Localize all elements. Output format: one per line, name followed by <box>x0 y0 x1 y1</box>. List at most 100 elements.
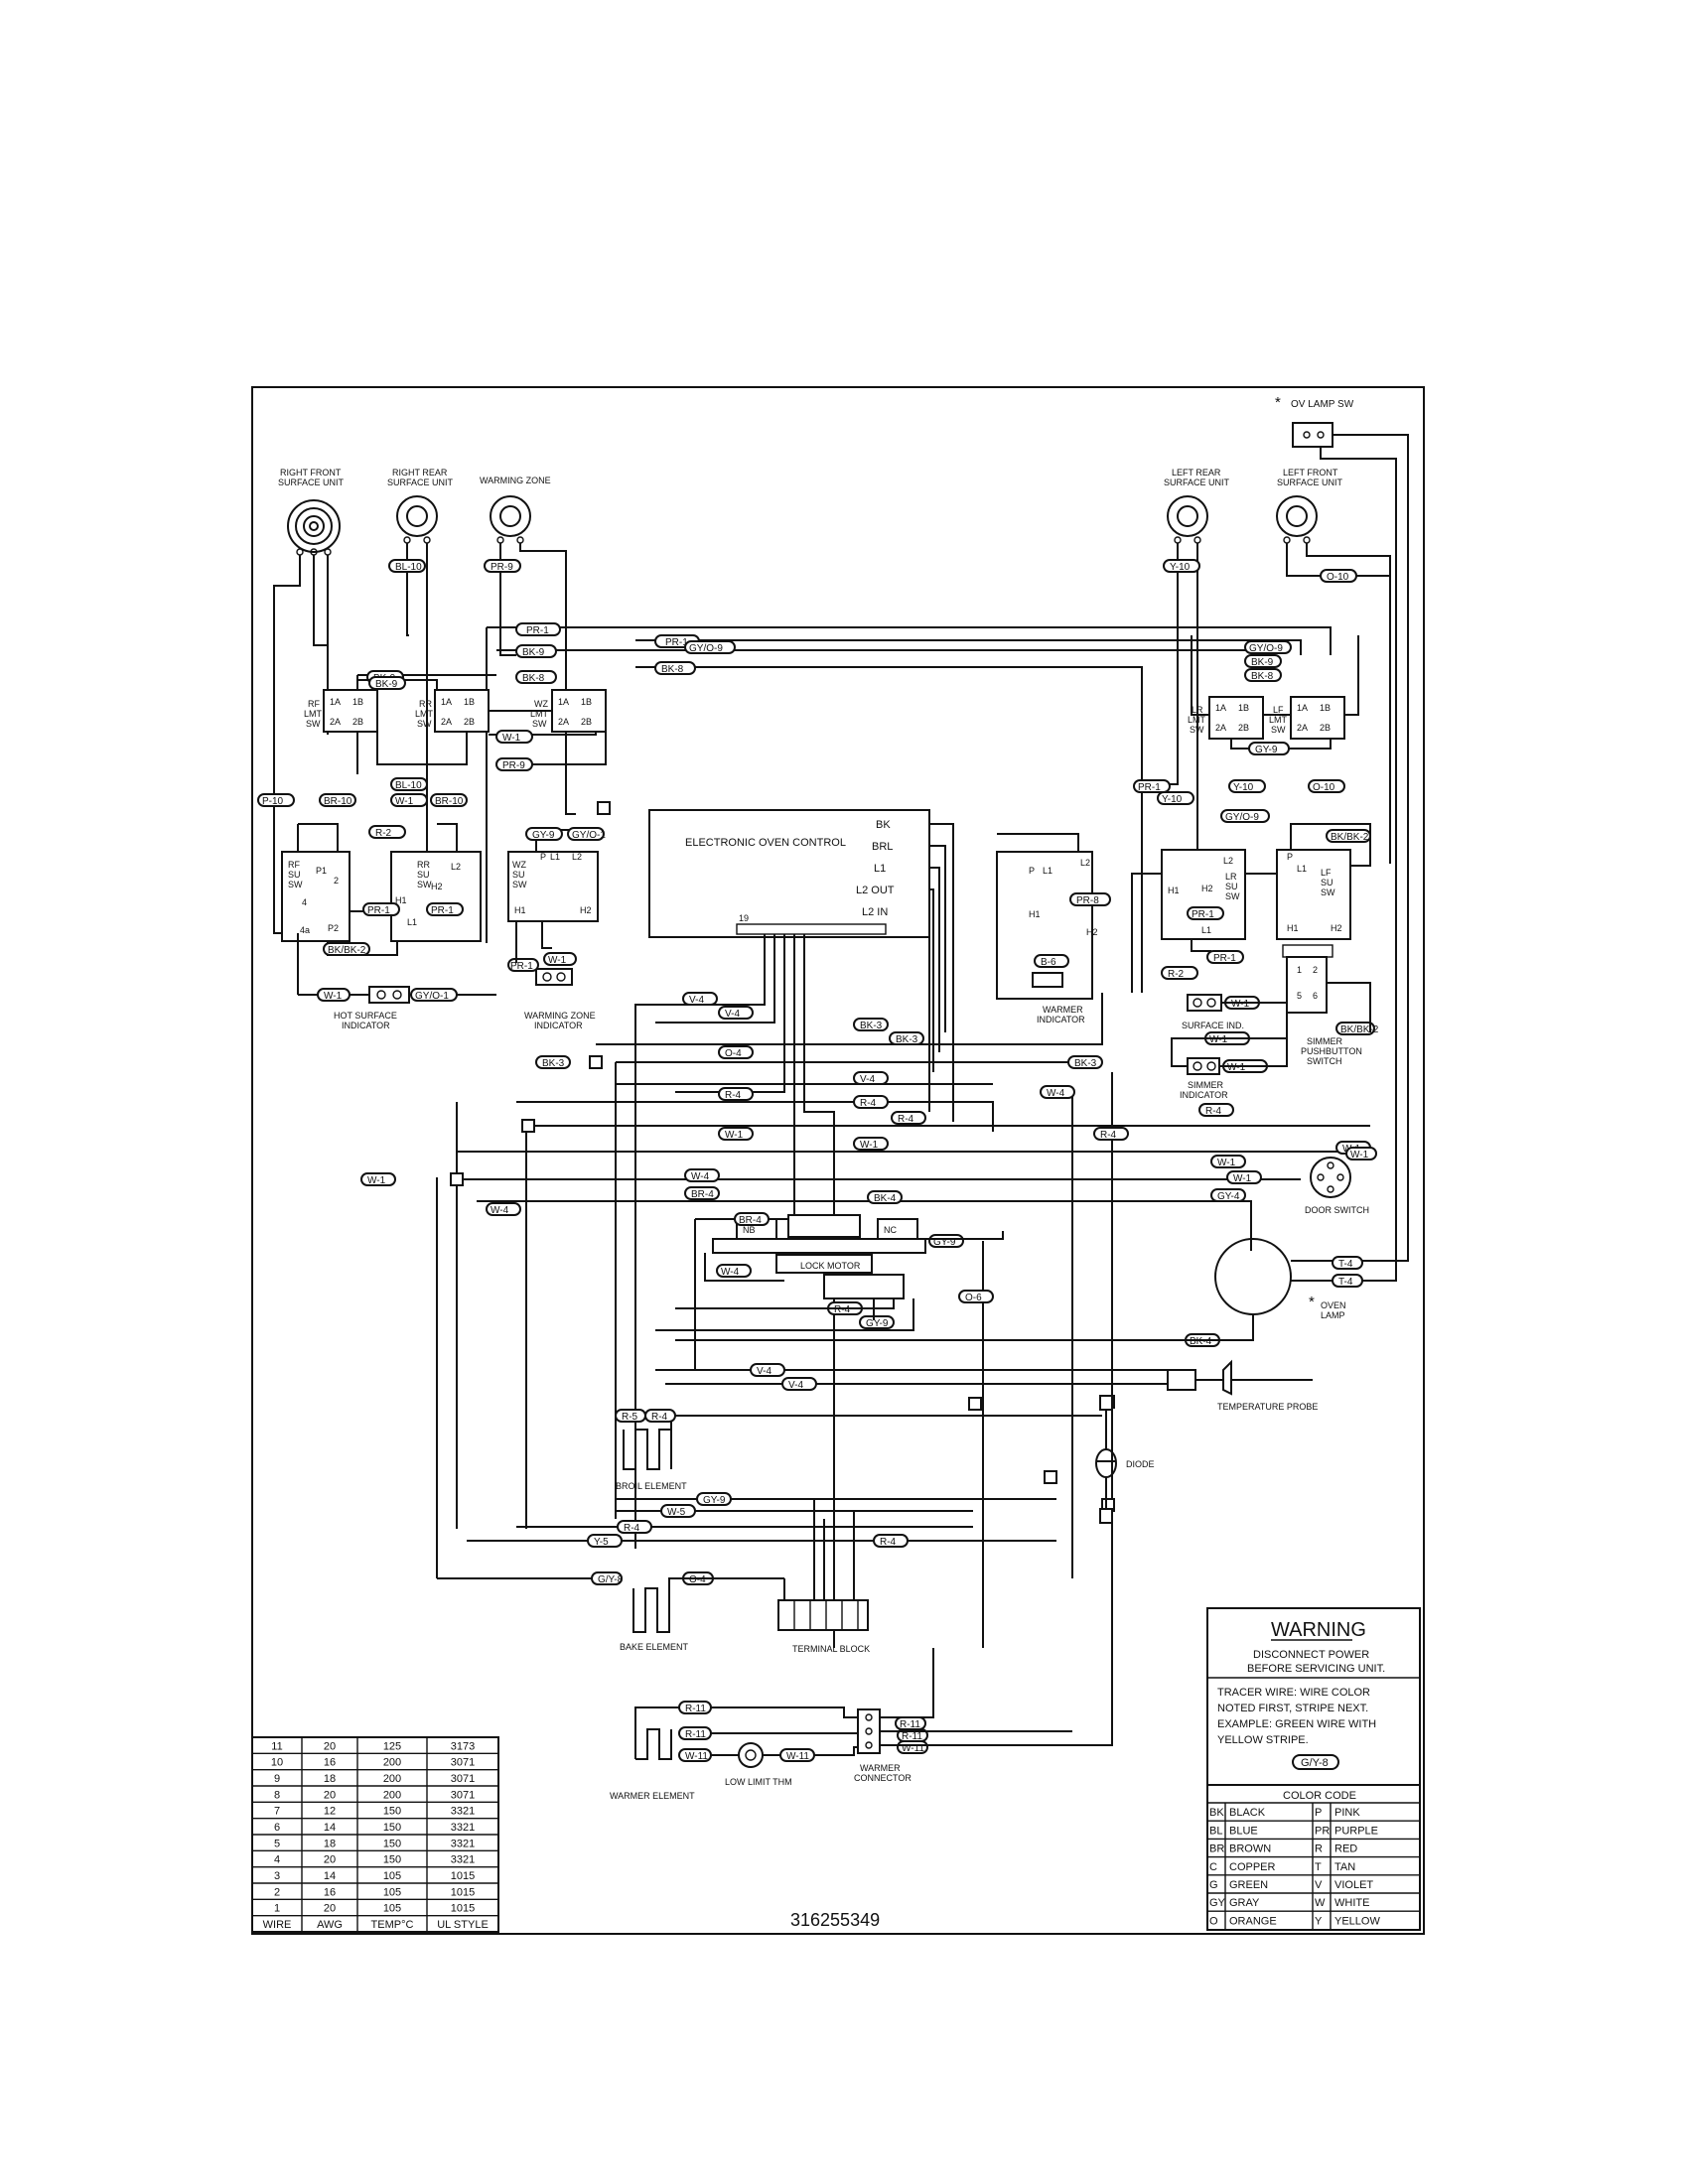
svg-text:R-4: R-4 <box>624 1523 640 1534</box>
svg-text:BK/BK-2: BK/BK-2 <box>1340 1024 1379 1035</box>
svg-text:RF: RF <box>288 860 300 870</box>
svg-text:SIMMER: SIMMER <box>1307 1036 1343 1046</box>
svg-text:L1: L1 <box>874 863 886 875</box>
warming-zone-indicator: WARMING ZONE INDICATOR <box>524 968 596 1030</box>
color-code-abbr: V <box>1315 1879 1323 1891</box>
simmer-indicator: SIMMER INDICATOR <box>1180 1057 1228 1100</box>
wire-table-cell: 20 <box>324 1740 336 1752</box>
svg-text:WZ: WZ <box>512 860 526 870</box>
svg-text:Y-10: Y-10 <box>1233 782 1254 793</box>
svg-text:BR-4: BR-4 <box>691 1189 714 1200</box>
svg-text:SW: SW <box>1225 891 1240 901</box>
color-code-abbr: PR <box>1315 1825 1330 1837</box>
svg-text:W-1: W-1 <box>1217 1158 1236 1168</box>
svg-text:NC: NC <box>884 1225 897 1235</box>
svg-text:W-11: W-11 <box>685 1751 708 1762</box>
wire-table-cell: 3173 <box>451 1740 475 1752</box>
asterisk-mark: * <box>1275 394 1281 411</box>
svg-text:PUSHBUTTON: PUSHBUTTON <box>1301 1046 1362 1056</box>
svg-text:W-1: W-1 <box>1233 1173 1252 1184</box>
svg-text:SW: SW <box>1190 725 1204 735</box>
warmer-element: WARMER ELEMENT <box>610 1706 695 1801</box>
color-code-name: TAN <box>1334 1861 1355 1873</box>
svg-text:RR: RR <box>419 699 432 709</box>
svg-text:1A: 1A <box>441 697 452 707</box>
svg-text:LMT: LMT <box>1269 715 1288 725</box>
svg-text:SURFACE UNIT: SURFACE UNIT <box>278 478 345 487</box>
svg-text:V-4: V-4 <box>788 1380 803 1391</box>
surface-indicator: SURFACE IND. <box>1182 994 1244 1030</box>
svg-text:BK-3: BK-3 <box>542 1058 565 1069</box>
svg-text:T-4: T-4 <box>1338 1277 1353 1288</box>
svg-text:4a: 4a <box>300 925 310 935</box>
svg-text:H1: H1 <box>1168 886 1180 895</box>
svg-text:1B: 1B <box>464 697 475 707</box>
svg-text:2B: 2B <box>1238 723 1249 733</box>
svg-text:WZ: WZ <box>534 699 548 709</box>
svg-text:LMT: LMT <box>530 709 549 719</box>
svg-text:W-1: W-1 <box>324 991 343 1002</box>
svg-text:1B: 1B <box>352 697 363 707</box>
wire-table-cell: 20 <box>324 1789 336 1801</box>
svg-text:2A: 2A <box>1297 723 1308 733</box>
svg-text:WARNING: WARNING <box>1271 1619 1366 1641</box>
color-code-name: VIOLET <box>1334 1879 1373 1891</box>
svg-text:COLOR CODE: COLOR CODE <box>1283 1790 1356 1802</box>
svg-text:R-11: R-11 <box>902 1731 922 1742</box>
color-code-name: COPPER <box>1229 1861 1276 1873</box>
svg-text:2A: 2A <box>441 717 452 727</box>
svg-text:L1: L1 <box>407 917 417 927</box>
svg-text:H1: H1 <box>395 895 407 905</box>
wire-table-cell: 8 <box>274 1789 280 1801</box>
svg-text:R-11: R-11 <box>685 1704 706 1714</box>
warning-box: WARNING DISCONNECT POWER BEFORE SERVICIN… <box>1206 1607 1421 1786</box>
svg-text:BL-10: BL-10 <box>395 562 422 573</box>
svg-text:LR: LR <box>1192 705 1203 715</box>
svg-text:P1: P1 <box>316 866 327 876</box>
svg-text:Y-5: Y-5 <box>594 1537 609 1548</box>
svg-text:BR-10: BR-10 <box>435 796 464 807</box>
svg-text:R-4: R-4 <box>1205 1106 1222 1117</box>
svg-text:2A: 2A <box>1215 723 1226 733</box>
svg-text:PR-1: PR-1 <box>1213 953 1236 964</box>
color-code-abbr: Y <box>1315 1915 1323 1927</box>
svg-text:SU: SU <box>512 870 525 880</box>
svg-text:W-4: W-4 <box>721 1267 740 1278</box>
svg-text:BK-9: BK-9 <box>375 679 398 690</box>
svg-text:P: P <box>1287 852 1293 862</box>
svg-text:2: 2 <box>1313 965 1318 975</box>
color-code-abbr: W <box>1315 1897 1326 1909</box>
svg-text:BR-10: BR-10 <box>324 796 352 807</box>
wire-table-header: AWG <box>317 1919 343 1931</box>
color-code-abbr: P <box>1315 1807 1322 1819</box>
door-switch: DOOR SWITCH <box>1305 1157 1369 1215</box>
svg-text:BRL: BRL <box>872 841 893 853</box>
svg-text:LR: LR <box>1225 872 1237 882</box>
svg-text:SW: SW <box>512 880 527 889</box>
wire-table-cell: 3 <box>274 1870 280 1882</box>
ov-lamp-switch <box>1292 422 1333 448</box>
svg-text:1A: 1A <box>1297 703 1308 713</box>
svg-text:LAMP: LAMP <box>1321 1310 1345 1320</box>
wire-table-cell: 3071 <box>451 1773 475 1785</box>
svg-text:PR-1: PR-1 <box>1138 782 1161 793</box>
svg-text:G/Y-8: G/Y-8 <box>598 1574 624 1585</box>
svg-text:WARMER: WARMER <box>860 1763 901 1773</box>
svg-text:SW: SW <box>417 719 432 729</box>
svg-text:EXAMPLE: GREEN WIRE WITH: EXAMPLE: GREEN WIRE WITH <box>1217 1718 1376 1730</box>
svg-text:Y-10: Y-10 <box>1170 562 1191 573</box>
wire-table-cell: 3321 <box>451 1854 475 1866</box>
svg-text:1B: 1B <box>581 697 592 707</box>
svg-text:SURFACE UNIT: SURFACE UNIT <box>1277 478 1343 487</box>
svg-text:PR-1: PR-1 <box>665 637 688 648</box>
svg-text:P: P <box>540 852 546 862</box>
color-code-abbr: BL <box>1209 1825 1222 1837</box>
svg-text:L2 IN: L2 IN <box>862 906 888 918</box>
svg-text:V-4: V-4 <box>860 1074 875 1085</box>
